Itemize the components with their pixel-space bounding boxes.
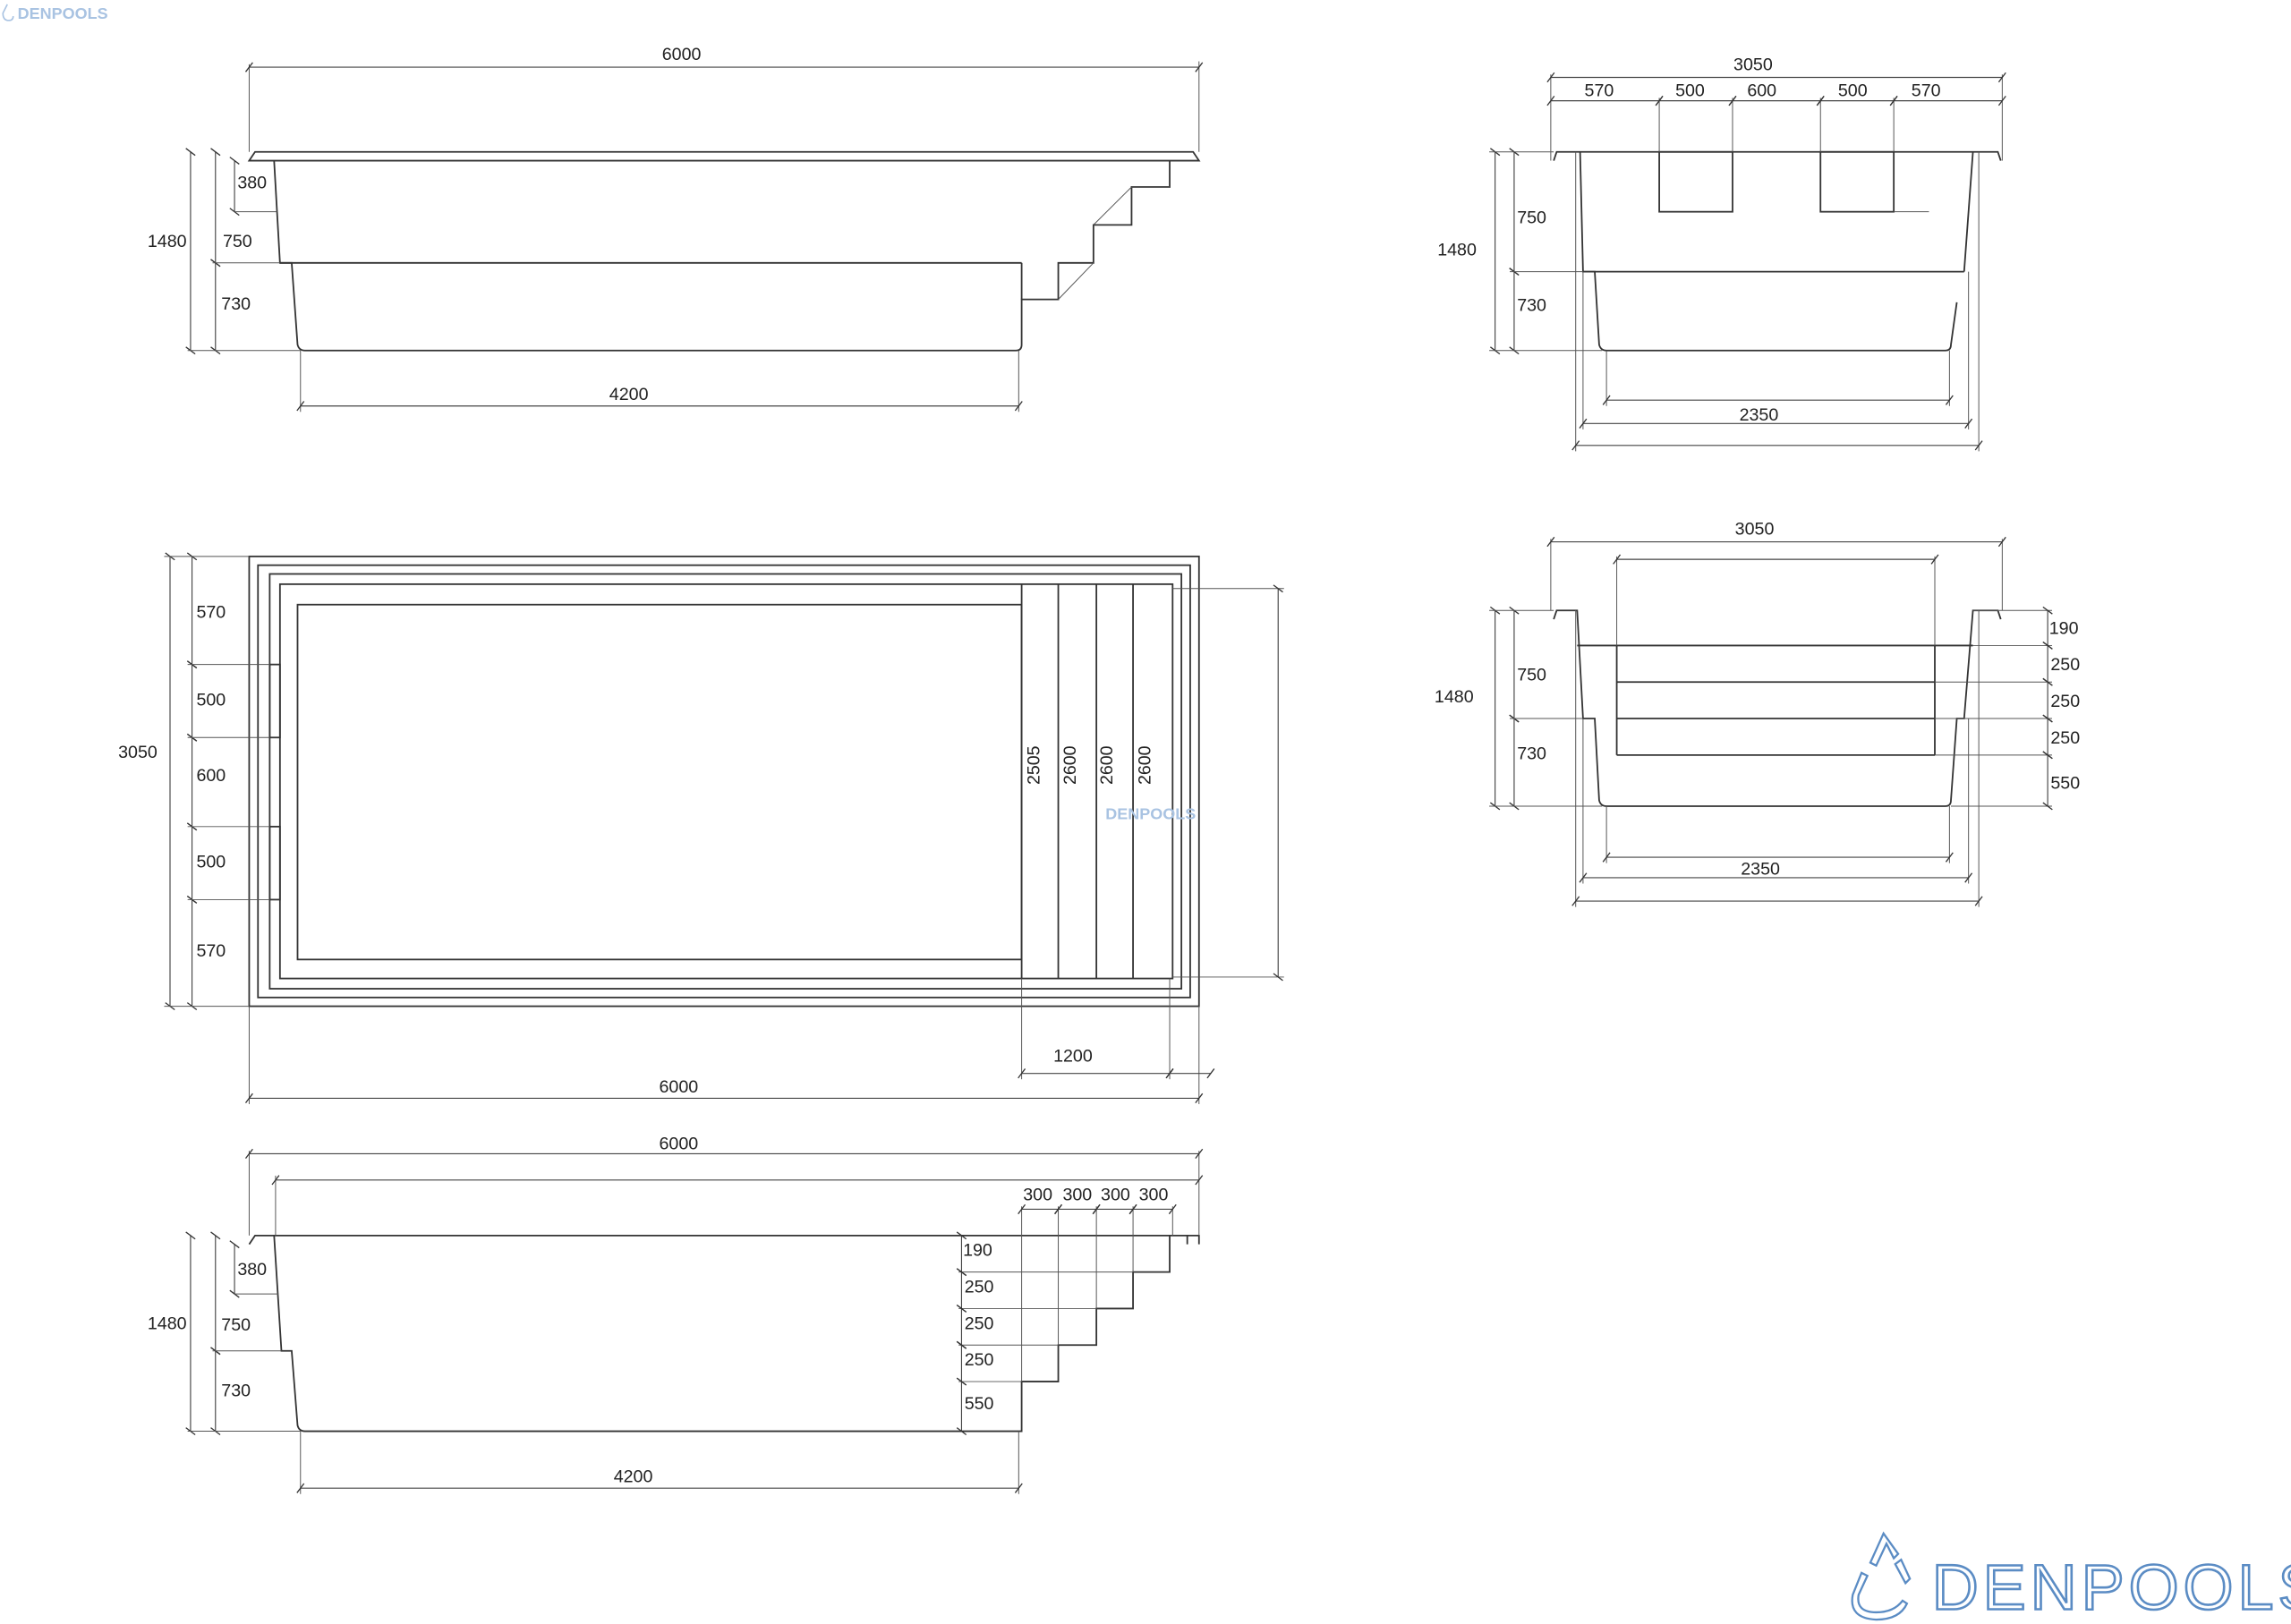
dim-step-height: 250: [2050, 728, 2080, 748]
dim-deep-step: 730: [1517, 744, 1546, 764]
dim-step-length: 2600: [1097, 745, 1117, 785]
dim-width: 3050: [1735, 519, 1775, 539]
dim-total-depth: 1480: [1435, 687, 1474, 707]
dim-segment: 500: [196, 853, 226, 872]
dim-bench: 380: [237, 1260, 267, 1280]
dim-overall-length: 6000: [662, 45, 702, 64]
dim-step-length: 2505: [1024, 745, 1043, 785]
watermark-logo-top-left: DENPOOLS: [2, 4, 108, 22]
dim-step-height: 550: [2050, 773, 2080, 793]
dim-overall-length: 6000: [659, 1135, 698, 1154]
dim-shallow-depth: 750: [1517, 208, 1546, 228]
dim-floor-width: 2350: [1741, 860, 1780, 880]
dim-bench: 380: [237, 174, 267, 193]
denpools-logo: DENPOOLS: [1851, 1531, 2291, 1624]
dim-step-height: 250: [965, 1314, 994, 1333]
dim-step-width: 300: [1139, 1186, 1169, 1205]
dim-segment: 570: [1912, 81, 1941, 101]
dim-segment: 600: [1747, 81, 1776, 101]
side-elevation-bottom: 6000 300 300 300 300 190 250 250 250 550…: [148, 1135, 1204, 1494]
dim-stair-zone: 1200: [1053, 1047, 1093, 1067]
dim-segment: 570: [196, 941, 226, 961]
dim-deep-length: 4200: [614, 1467, 653, 1487]
skimmer-2: [268, 825, 281, 901]
dim-width: 3050: [1733, 55, 1773, 74]
dim-step-height: 250: [2050, 655, 2080, 675]
dim-total-depth: 1480: [1437, 241, 1477, 260]
dim-total-depth: 1480: [148, 232, 187, 251]
plan-view: 3050 570 500 600 500 570 2505 2600 2600 …: [118, 552, 1284, 1104]
dim-segment: 570: [196, 602, 226, 622]
dim-step-width: 300: [1062, 1186, 1092, 1205]
water-drop-icon: [1851, 1531, 1912, 1621]
dim-step-height: 250: [965, 1350, 994, 1370]
dim-deep-step: 730: [221, 294, 251, 314]
dim-deep-length: 4200: [609, 385, 649, 404]
dim-shallow-depth: 750: [1517, 666, 1546, 685]
dim-shallow-depth: 750: [223, 232, 252, 251]
logo-text: DENPOOLS: [1932, 1552, 2291, 1624]
watermark-text: DENPOOLS: [18, 4, 108, 22]
dim-deep-step: 730: [1517, 296, 1546, 316]
skimmer-1: [268, 663, 281, 739]
dim-floor-width: 2350: [1740, 405, 1779, 425]
dim-shallow-depth: 750: [221, 1315, 251, 1335]
dim-total-depth: 1480: [148, 1314, 187, 1333]
dim-step-height: 250: [2050, 692, 2080, 711]
end-section-stairs: 3050 190 250 250 250 550 1480 750 730 23…: [1435, 519, 2080, 907]
dim-segment: 500: [196, 690, 226, 710]
dim-overall-length: 6000: [659, 1077, 698, 1097]
dim-segment: 500: [1838, 81, 1868, 101]
dim-step-width: 300: [1023, 1186, 1052, 1205]
dim-step-height: 250: [965, 1278, 994, 1297]
dim-step-height: 190: [2049, 618, 2079, 638]
side-elevation-top: 6000 1480 750 730 380 4200: [148, 45, 1204, 412]
end-section-skimmers: 3050 570 500 600 500 570 1480 750 730 23…: [1437, 55, 2006, 452]
dim-step-height: 190: [963, 1241, 992, 1261]
dim-segment: 500: [1675, 81, 1705, 101]
dim-segment: 600: [196, 766, 226, 786]
dim-step-length: 2600: [1136, 745, 1155, 785]
dim-segment: 570: [1585, 81, 1614, 101]
dim-step-length: 2600: [1060, 745, 1080, 785]
dim-step-height: 550: [965, 1394, 994, 1414]
watermark-text-center: DENPOOLS: [1105, 805, 1196, 823]
dim-deep-step: 730: [221, 1381, 251, 1400]
dim-width: 3050: [118, 743, 158, 762]
dim-step-width: 300: [1101, 1186, 1130, 1205]
